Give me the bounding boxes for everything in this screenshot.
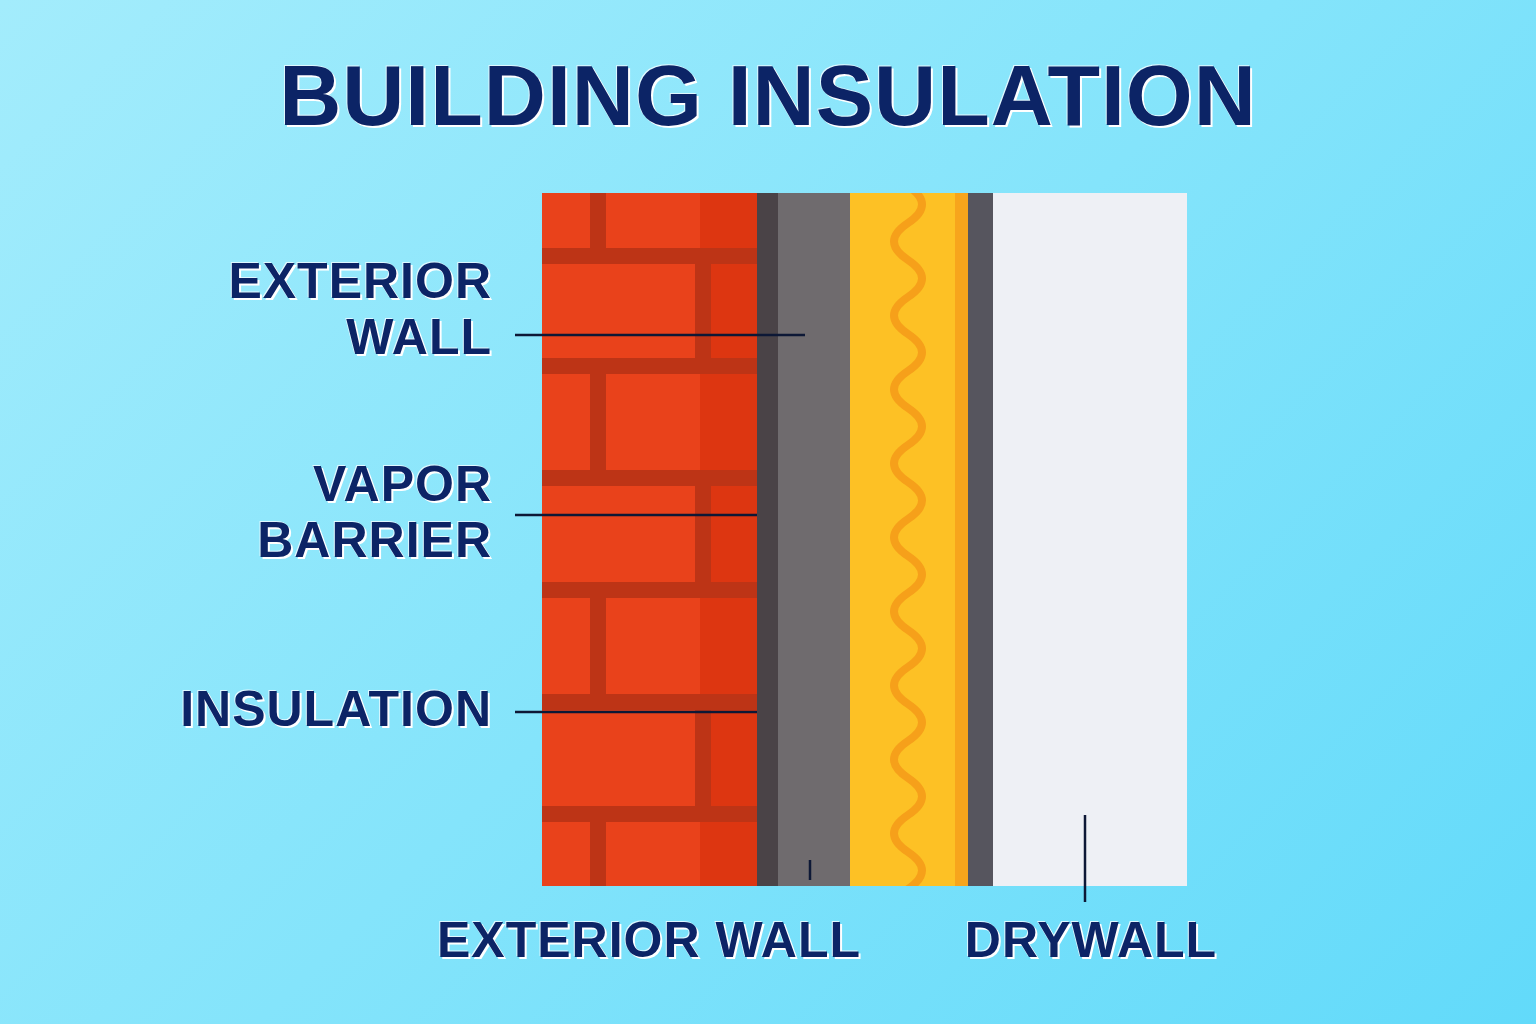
drywall-layer <box>993 193 1187 886</box>
leader-line <box>515 334 805 337</box>
leader-line <box>515 514 757 517</box>
part-label: INSULATION <box>72 681 492 737</box>
insulation-edge <box>955 193 968 886</box>
exterior-wall-layer <box>778 193 850 886</box>
part-label: EXTERIOR WALL <box>389 912 909 968</box>
leader-line <box>809 860 812 880</box>
insulation-wave <box>894 193 922 886</box>
leader-line <box>1084 815 1087 902</box>
brick-layer <box>542 193 757 886</box>
inner-layer <box>968 193 993 886</box>
part-label: VAPOR BARRIER <box>182 456 492 568</box>
leader-lines <box>515 335 1085 902</box>
part-label: EXTERIOR WALL <box>182 253 492 365</box>
leader-line <box>515 711 757 714</box>
diagram-title: BUILDING INSULATION <box>0 52 1536 138</box>
part-label: DRYWALL <box>891 912 1291 968</box>
vapor-barrier-layer <box>757 193 778 886</box>
